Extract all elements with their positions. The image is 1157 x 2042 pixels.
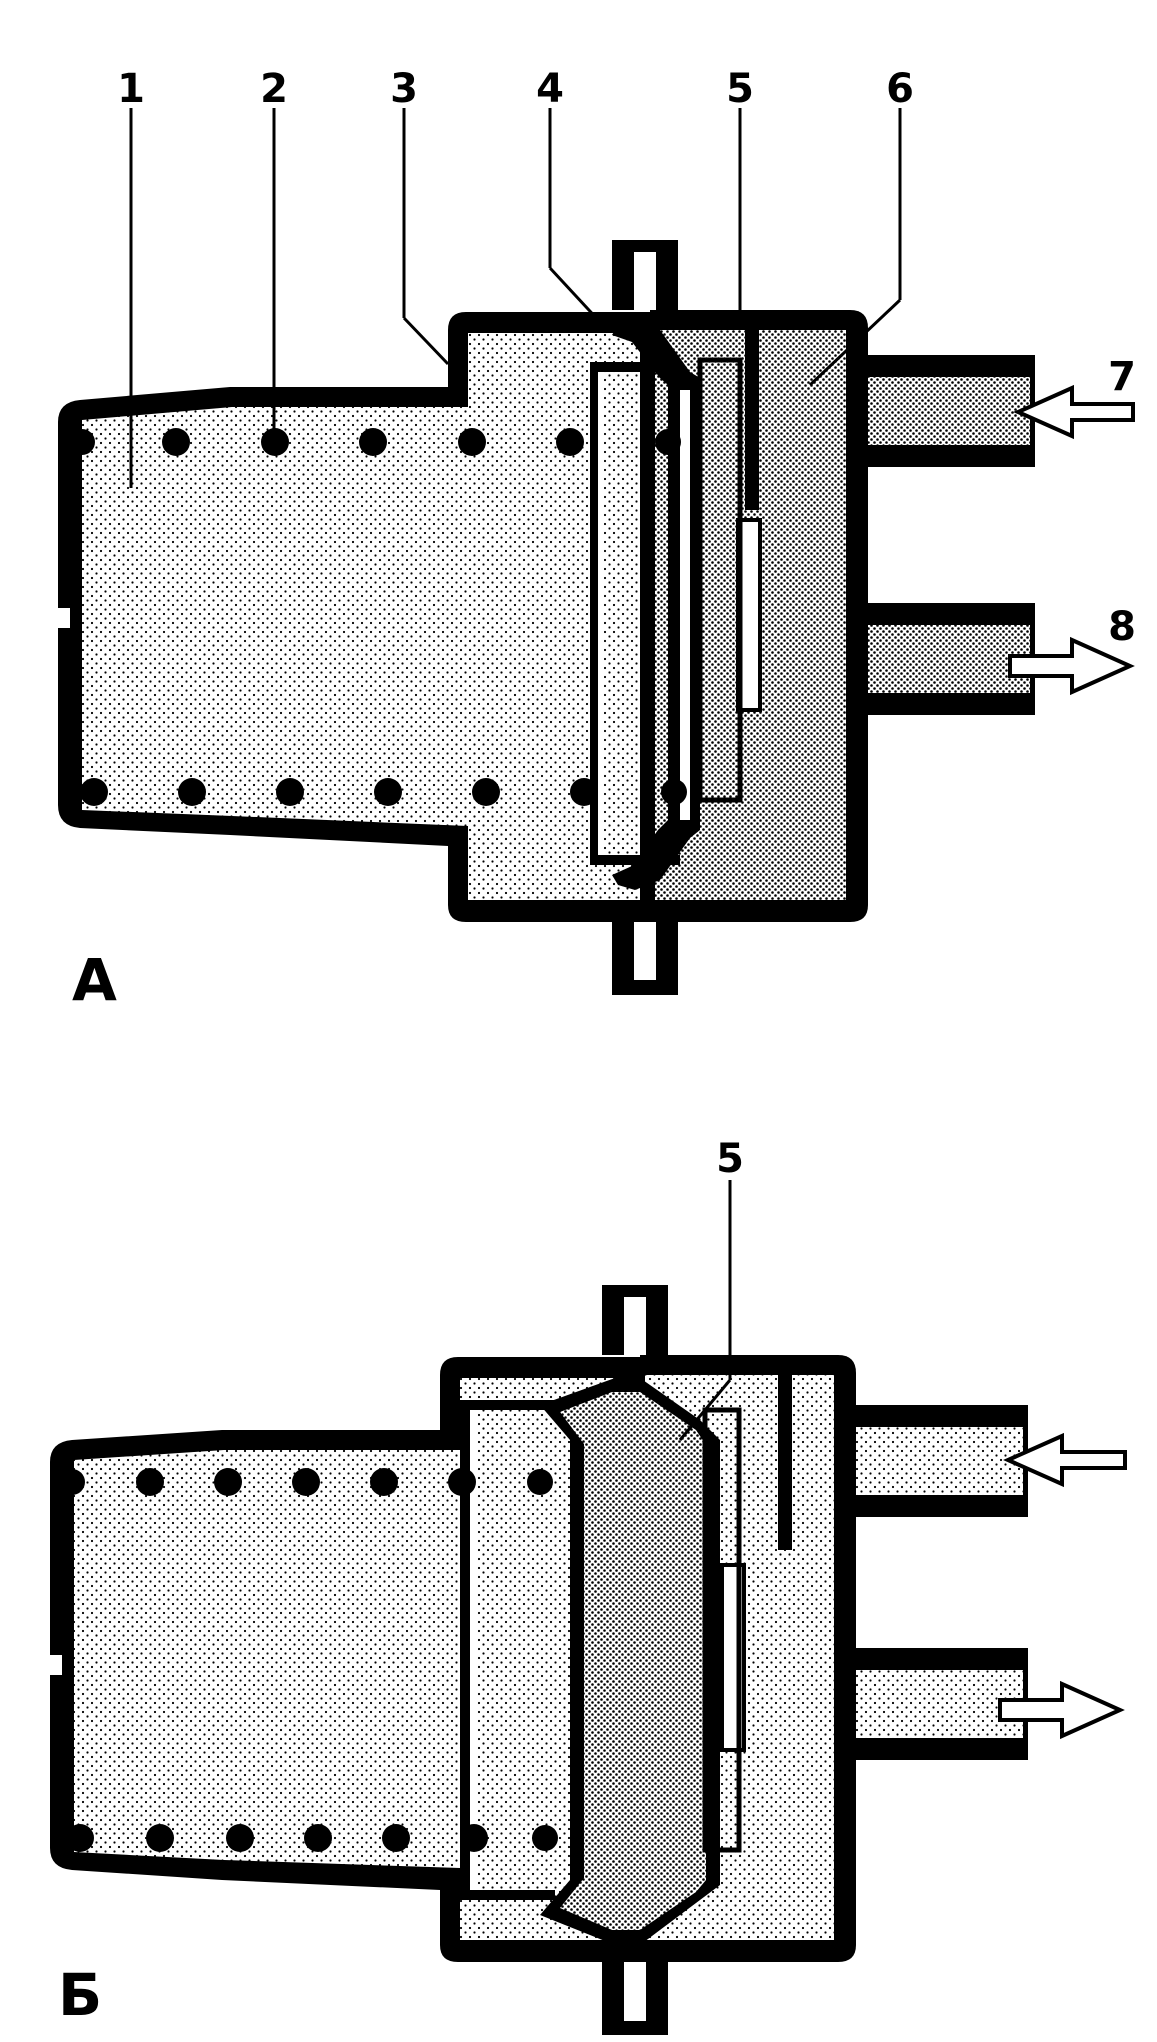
outlet-arrow-icon (1008, 636, 1135, 696)
callout-8: 8 (1108, 604, 1136, 650)
diagram-a: 1 2 3 4 5 6 7 8 А (58, 66, 1136, 1014)
callout-4: 4 (536, 66, 564, 112)
dot-row-bottom (80, 778, 687, 806)
callout-1: 1 (117, 66, 145, 112)
callout-6: 6 (886, 66, 914, 112)
callout-2: 2 (260, 66, 288, 112)
outlet-pipe-8 (840, 603, 1035, 715)
housing-body (58, 312, 650, 922)
dot-row-top (59, 1468, 553, 1496)
outlet-pipe (830, 1648, 1028, 1760)
outlet-arrow-icon (998, 1680, 1125, 1740)
diagram-a-label: А (72, 946, 117, 1014)
inlet-arrow-icon (1013, 384, 1135, 440)
callout-7: 7 (1108, 354, 1136, 400)
leader-lines (678, 1180, 732, 1441)
callout-5: 5 (716, 1136, 744, 1182)
inlet-pipe (830, 1405, 1028, 1517)
wall-marker (58, 608, 70, 628)
flange-clamp (612, 240, 678, 995)
callout-3: 3 (390, 66, 418, 112)
leader-lines (129, 108, 902, 488)
dot-row-top (69, 428, 681, 456)
diagram-b-label: Б (58, 1961, 102, 2029)
valve-stem (702, 1375, 792, 1853)
diaphragm (540, 1378, 720, 1945)
diaphragm (612, 320, 700, 890)
inlet-arrow-icon (1003, 1432, 1127, 1488)
housing-body (50, 1357, 640, 1962)
dot-row-bottom (66, 1824, 558, 1852)
wall-marker (50, 1655, 62, 1675)
inlet-pipe-7 (840, 355, 1035, 467)
valve-plate (590, 362, 680, 865)
valve-stem (697, 330, 762, 803)
diagram-b: 5 Б (50, 1136, 1127, 2035)
callout-5: 5 (726, 66, 754, 112)
